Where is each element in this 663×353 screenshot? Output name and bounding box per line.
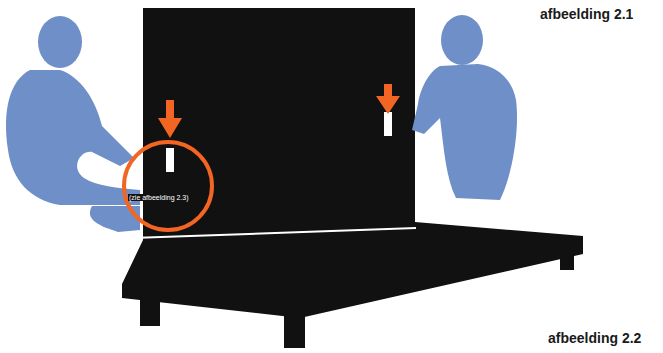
arrow [158,84,400,138]
reference-note: (zie afbeelding 2.3) [128,194,190,201]
bed-leg [140,296,160,326]
bracket [384,112,392,136]
figure-label: afbeelding 2.1 [540,6,633,22]
person-left [6,16,140,232]
headboard [143,8,415,208]
bed-leg [560,248,574,270]
detail-circle [124,142,212,230]
person-right [412,15,517,200]
bracket [166,148,174,172]
bed-leg [284,312,305,348]
figure-label: afbeelding 2.2 [548,330,641,346]
